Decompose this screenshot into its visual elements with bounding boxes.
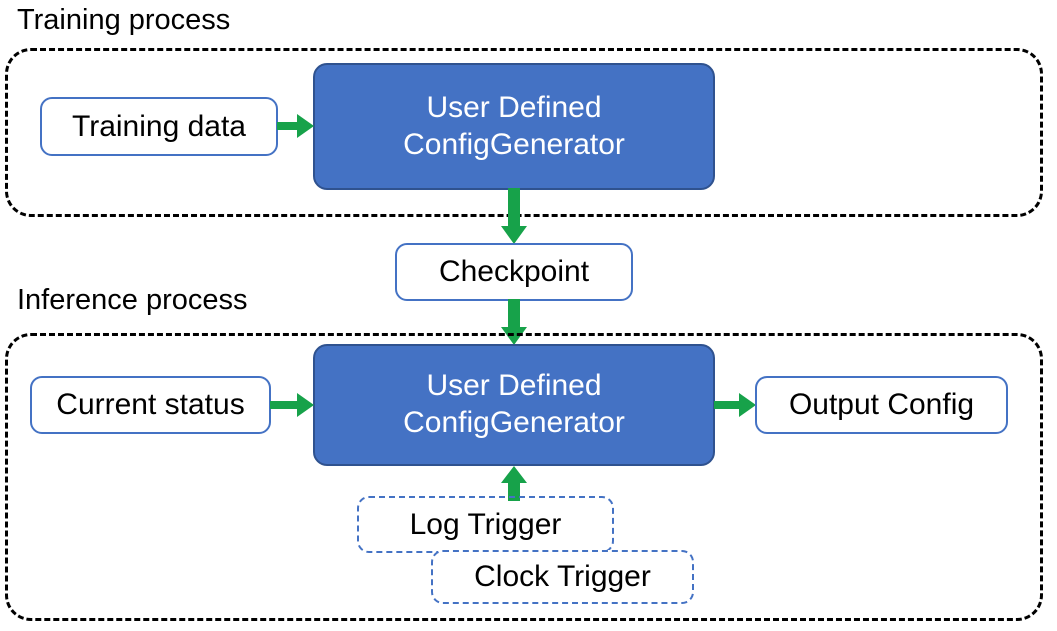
arrow-current-status-to-generator-icon bbox=[270, 391, 315, 419]
training-data-label: Training data bbox=[72, 109, 246, 143]
inference-config-generator-box[interactable]: User Defined ConfigGenerator bbox=[313, 344, 715, 466]
training-process-title: Training process bbox=[17, 4, 231, 36]
output-config-box[interactable]: Output Config bbox=[755, 376, 1008, 434]
arrow-trigger-to-generator-icon bbox=[500, 466, 528, 502]
arrow-training-data-to-generator-icon bbox=[277, 112, 315, 140]
inference-process-title: Inference process bbox=[17, 284, 248, 316]
inference-process-container bbox=[5, 333, 1043, 621]
training-data-box[interactable]: Training data bbox=[40, 97, 278, 156]
inference-config-generator-line2: ConfigGenerator bbox=[403, 406, 625, 439]
current-status-box[interactable]: Current status bbox=[30, 376, 271, 434]
checkpoint-label: Checkpoint bbox=[438, 255, 590, 288]
clock-trigger-label: Clock Trigger bbox=[474, 560, 651, 593]
arrow-generator-to-checkpoint-icon bbox=[500, 188, 528, 246]
log-trigger-box[interactable]: Log Trigger bbox=[357, 496, 614, 553]
log-trigger-label: Log Trigger bbox=[409, 507, 562, 541]
output-config-label: Output Config bbox=[788, 388, 975, 421]
training-config-generator-line2: ConfigGenerator bbox=[403, 127, 625, 161]
clock-trigger-box[interactable]: Clock Trigger bbox=[431, 550, 694, 604]
inference-config-generator-line1: User Defined bbox=[426, 369, 602, 403]
arrow-generator-to-output-config-icon bbox=[714, 391, 757, 419]
training-process-container bbox=[5, 48, 1043, 217]
training-config-generator-line1: User Defined bbox=[426, 90, 602, 124]
checkpoint-box[interactable]: Checkpoint bbox=[395, 243, 633, 301]
training-config-generator-box[interactable]: User Defined ConfigGenerator bbox=[313, 63, 715, 190]
current-status-label: Current status bbox=[56, 388, 245, 421]
